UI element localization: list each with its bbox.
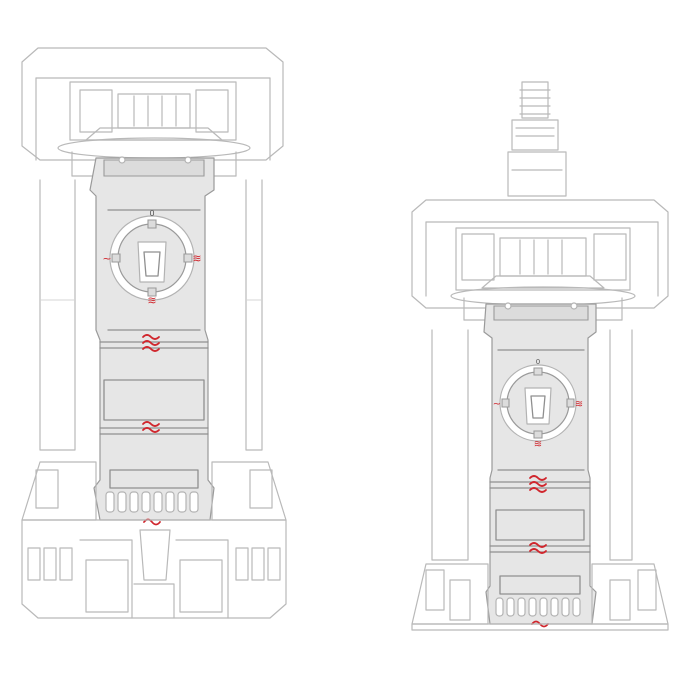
knob-left-symbol: ~	[493, 399, 501, 410]
pump-right-back-frame	[425, 221, 659, 561]
pump-right-top-cap	[411, 199, 669, 321]
water-level-wave-icon	[529, 475, 547, 493]
knob-right-symbol: ≋	[575, 399, 583, 410]
pump-right: 0 ~ ≋ ≋	[411, 81, 669, 631]
pump-left-vent-slots	[105, 491, 199, 513]
water-level-wave-icon	[142, 421, 160, 433]
hose-connector	[507, 81, 567, 197]
knob-right-symbol: ≋	[192, 252, 201, 265]
knob-top-label: 0	[536, 358, 540, 366]
pump-left-back-frame	[35, 77, 271, 451]
pump-left-base	[21, 461, 287, 619]
water-level-wave-icon	[142, 334, 160, 352]
pump-right-front-panel	[483, 302, 597, 625]
pump-left: 0 ~ ≋ ≋	[21, 47, 287, 619]
pump-right-base	[411, 563, 669, 631]
knob-bottom-symbol: ≋	[147, 294, 156, 307]
knob-bottom-symbol: ≋	[534, 439, 542, 450]
rotary-knob-icon: 0 ~ ≋ ≋	[102, 209, 201, 307]
rotary-knob-icon: 0 ~ ≋ ≋	[493, 358, 583, 450]
knob-left-symbol: ~	[102, 252, 111, 265]
knob-top-label: 0	[149, 209, 154, 218]
pump-left-top-cap	[21, 47, 284, 177]
water-level-wave-icon	[529, 542, 547, 554]
pump-right-vent-slots	[495, 597, 581, 617]
